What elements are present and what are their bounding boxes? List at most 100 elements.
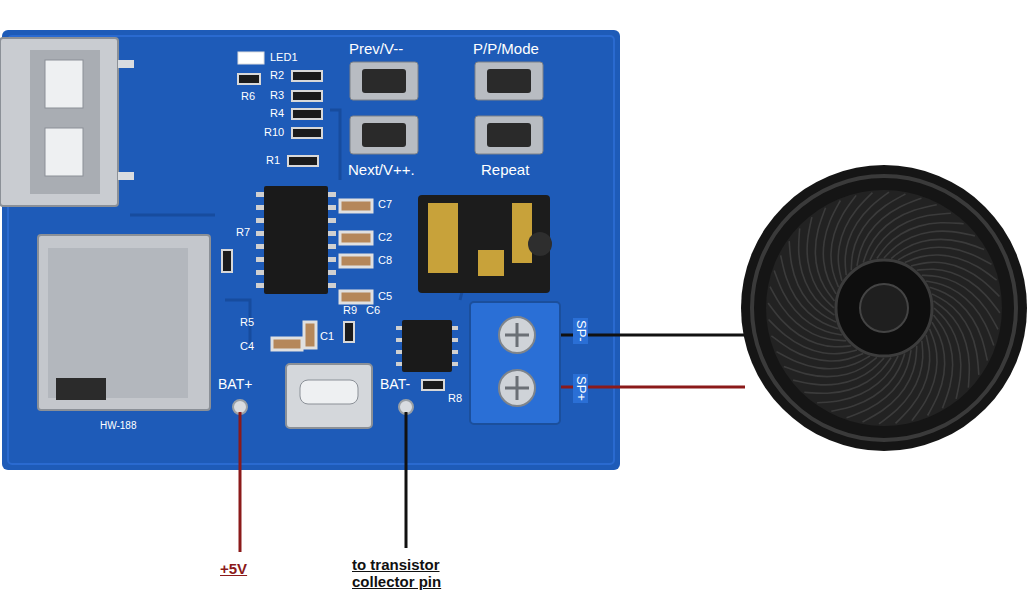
amplifier-chip [396, 320, 458, 372]
component-ref: C1 [320, 330, 334, 343]
dust-cap [860, 284, 908, 332]
component-ref: R4 [270, 107, 284, 120]
chip-pin [256, 218, 264, 223]
jack-pin [428, 203, 458, 273]
terminal-label: SP- [573, 318, 588, 344]
resistor-symbol [422, 380, 444, 390]
chip-pin [396, 338, 402, 342]
chip-pin [328, 244, 336, 249]
chip-pin [256, 231, 264, 236]
solder-pad [233, 400, 247, 414]
terminal-label: SP+ [573, 374, 588, 403]
resistor-symbol [238, 74, 260, 84]
speaker-cone [766, 190, 1002, 426]
jack-pin [478, 250, 504, 276]
capacitor-symbol [340, 200, 372, 212]
component-ref: LED1 [270, 51, 298, 64]
chip-pin [256, 257, 264, 262]
chip-pin [256, 244, 264, 249]
chip-pin [256, 192, 264, 197]
power-wire-black [405, 412, 408, 548]
component-ref: R10 [264, 126, 284, 139]
resistor-symbol [344, 322, 354, 342]
terminal-screw [499, 370, 535, 406]
cone-rib [857, 198, 921, 266]
terminal-body [470, 302, 560, 424]
chip-pin [328, 283, 336, 288]
usb-pin [118, 172, 134, 180]
component-ref: C4 [240, 340, 254, 353]
chip-pin [328, 257, 336, 262]
chip-pin [452, 362, 458, 366]
speaker-ring [752, 176, 1016, 440]
chip-body [264, 186, 328, 294]
cone-rib [922, 275, 998, 329]
component-ref: C2 [378, 231, 392, 244]
capacitor-symbol [340, 255, 372, 267]
pcb-edge [8, 36, 614, 464]
amp-pins [396, 326, 458, 366]
button-label: Repeat [481, 161, 529, 178]
chip-pin [396, 326, 402, 330]
micro-usb-opening [300, 380, 358, 404]
amp-body [402, 320, 452, 372]
cone-ribs [768, 192, 1000, 424]
chip-pins [256, 192, 336, 288]
usb-window [45, 60, 83, 108]
button-frame [475, 62, 543, 100]
resistor-symbol [292, 109, 322, 119]
button-frame [475, 116, 543, 154]
sd-latch [56, 378, 106, 400]
chip-pin [396, 362, 402, 366]
terminal-screw [499, 317, 535, 353]
speaker-wire-black [540, 334, 745, 337]
resistor-symbol [288, 156, 318, 166]
component-ref: C6 [366, 304, 380, 317]
button-label: Prev/V-- [349, 40, 403, 57]
screw-slot [505, 376, 529, 400]
usb-a-port [0, 38, 134, 206]
pin-label: BAT+ [218, 376, 252, 392]
sd-shell [38, 235, 210, 410]
cone-rib [932, 294, 979, 375]
sd-card-slot [38, 235, 210, 410]
capacitor-symbol [340, 232, 372, 244]
button-label: P/P/Mode [473, 40, 539, 57]
cone-rib [863, 346, 917, 422]
solder-pad [399, 400, 413, 414]
power-wire-red [239, 412, 242, 552]
capacitor-symbol [304, 322, 316, 348]
component-ref: C7 [378, 198, 392, 211]
speaker-wire-red [540, 386, 745, 389]
speaker-dome [836, 260, 932, 356]
button-cap [362, 69, 406, 93]
component-ref: R6 [241, 90, 255, 103]
wire-label: to transistor collector pin [352, 556, 482, 591]
button-cap [362, 123, 406, 147]
cone-rib [851, 194, 905, 270]
resistor-symbol [292, 71, 322, 81]
speaker [741, 165, 1027, 451]
cone-rib [926, 281, 994, 345]
capacitor-symbol [340, 291, 372, 303]
button-cap [487, 123, 531, 147]
chip-pin [328, 218, 336, 223]
cone-rib [774, 271, 842, 335]
chip-pin [452, 338, 458, 342]
screw-slot [505, 323, 529, 347]
resistor-symbol [222, 250, 232, 272]
chip-pin [452, 350, 458, 354]
button-cap [487, 69, 531, 93]
resistor-symbol [292, 128, 322, 138]
usb-pin [118, 60, 134, 68]
cone-rib [847, 350, 911, 418]
component-ref: C8 [378, 254, 392, 267]
component-ref: R1 [266, 154, 280, 167]
usb-window [45, 128, 83, 176]
micro-usb-port [286, 364, 372, 428]
chip-pin [328, 270, 336, 275]
chip-pin [328, 205, 336, 210]
button-frame [350, 116, 418, 154]
